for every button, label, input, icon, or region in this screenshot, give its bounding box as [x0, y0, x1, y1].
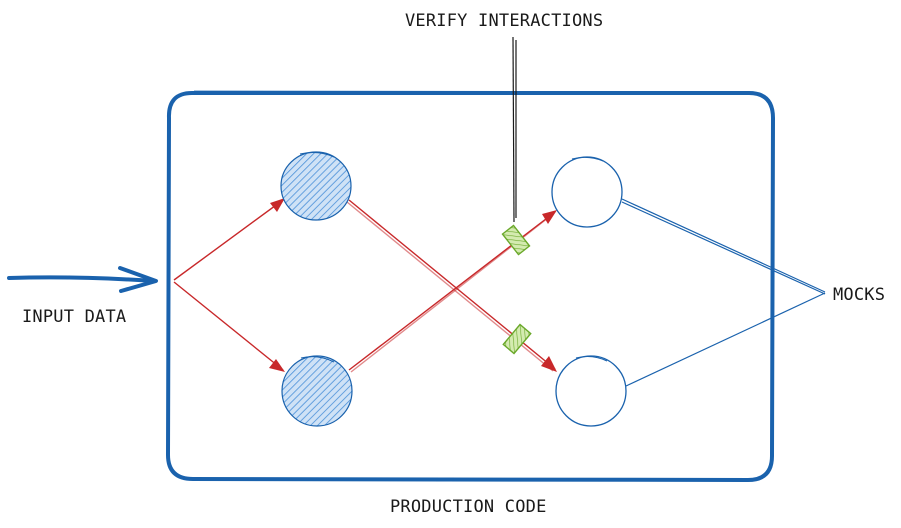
input-data-label: INPUT DATA: [22, 307, 127, 327]
verify-marker-top: [501, 224, 531, 256]
red-arrows: [173, 198, 557, 373]
verify-marker-bottom: [502, 323, 532, 355]
arrow-input-to-top: [173, 198, 285, 281]
arrow-bottom-to-mock-top: [348, 210, 557, 373]
production-code-label: PRODUCTION CODE: [390, 497, 547, 517]
production-node-top: [280, 151, 352, 221]
verify-interactions-label: VERIFY INTERACTIONS: [405, 11, 604, 31]
mock-node-top: [551, 156, 623, 228]
arrow-input-to-bottom: [173, 281, 285, 372]
production-code-box: [166, 90, 775, 482]
arrow-top-to-mock-bottom: [346, 199, 557, 372]
mock-node-bottom: [555, 355, 627, 427]
input-arrow: [7, 266, 158, 293]
mocks-label: MOCKS: [833, 285, 886, 305]
verify-pointer-line: [512, 36, 517, 223]
production-node-bottom: [281, 355, 353, 427]
mocks-connector: [621, 198, 826, 387]
